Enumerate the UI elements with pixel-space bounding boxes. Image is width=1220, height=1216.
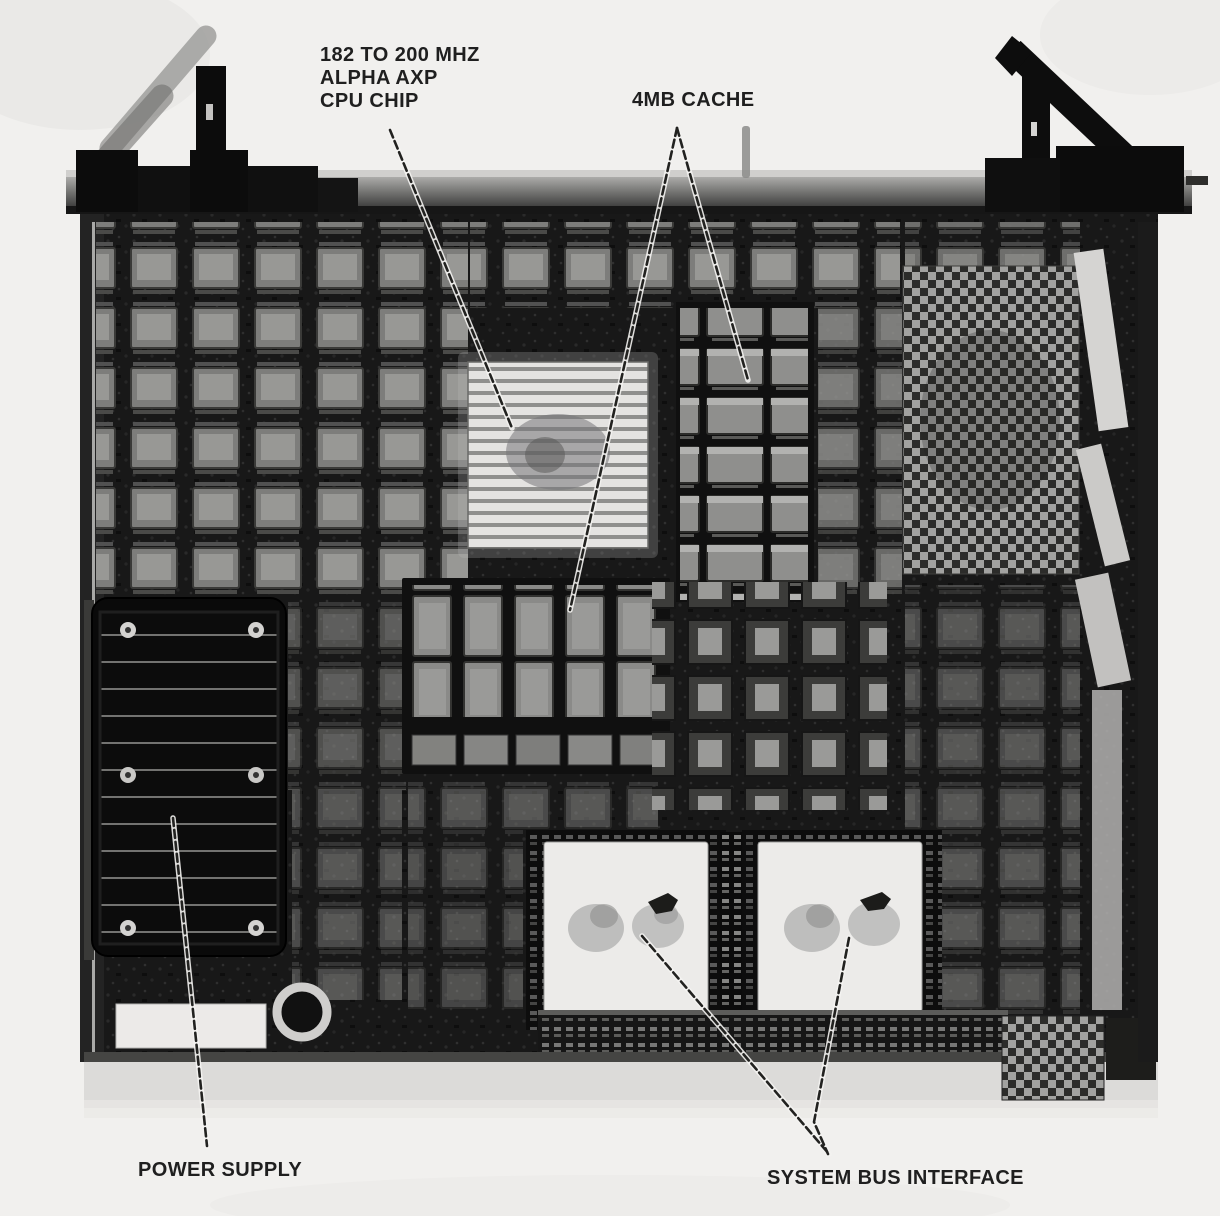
leader-bus-left — [640, 934, 831, 1156]
power-supply-screws — [120, 622, 264, 936]
power-supply-module — [84, 597, 287, 960]
leader-cache-right — [675, 126, 750, 382]
label-cpu-line2: ALPHA AXP — [320, 67, 438, 89]
right-ejector-lever — [985, 36, 1208, 212]
leader-cpu — [388, 128, 514, 430]
label-power-supply: POWER SUPPLY — [138, 1159, 303, 1181]
mezzanine-connector — [1001, 1015, 1105, 1101]
board-label-sticker — [115, 1003, 267, 1049]
label-system-bus: SYSTEM BUS INTERFACE — [767, 1167, 1024, 1189]
leader-cache-left — [568, 126, 679, 612]
asic-left — [543, 841, 709, 1013]
label-cpu-chip: 182 TO 200 MHZ ALPHA AXP CPU CHIP — [320, 44, 480, 113]
label-cpu-line1: 182 TO 200 MHZ — [320, 44, 480, 66]
toroid-inductor — [272, 982, 332, 1042]
label-cpu-line3: CPU CHIP — [320, 90, 419, 112]
logic-chip-arrays — [96, 222, 1080, 1015]
asic-right — [757, 841, 923, 1013]
leader-lines — [170, 125, 852, 1157]
left-ejector-lever — [76, 25, 358, 212]
board-bottom-edge — [84, 982, 1158, 1118]
leader-power-supply — [171, 816, 209, 1148]
cache-array-center — [402, 578, 670, 774]
cpu-heatsink — [458, 352, 658, 558]
label-cache: 4MB CACHE — [632, 89, 755, 111]
leader-bus-right — [812, 936, 851, 1156]
rail-pin — [742, 126, 750, 178]
right-edge-labels — [1073, 222, 1158, 1062]
buffer-chip-grid — [652, 582, 887, 810]
right-guide-post — [1022, 70, 1050, 162]
system-bus-asics — [526, 830, 942, 1030]
gate-array — [902, 265, 1080, 575]
cache-array-upper-right — [676, 300, 902, 602]
